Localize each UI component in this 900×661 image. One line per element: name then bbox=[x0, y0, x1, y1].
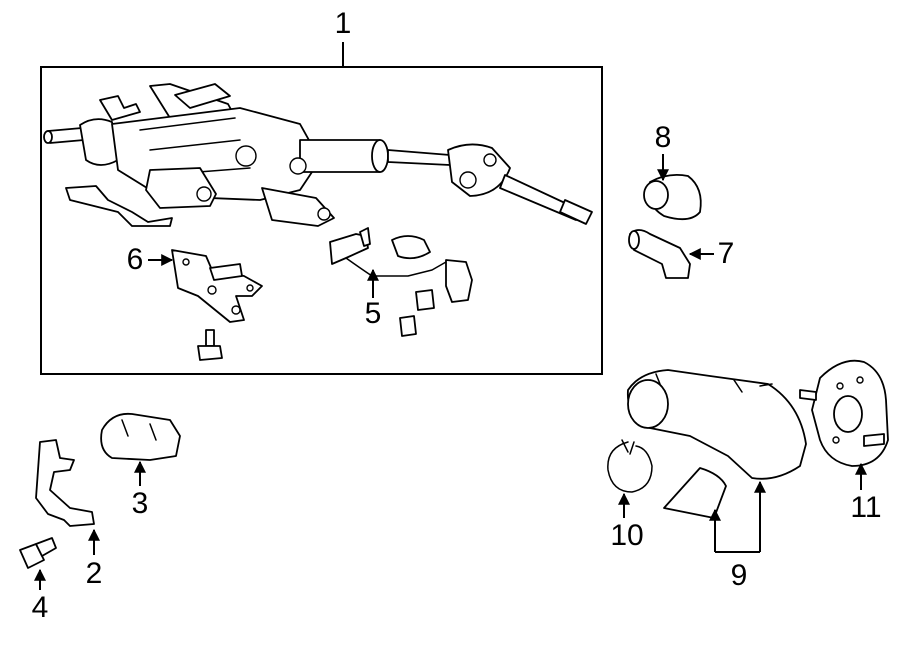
bolt-part-4 bbox=[19, 537, 57, 569]
callout-6: 6 bbox=[126, 243, 144, 276]
callout-7: 7 bbox=[717, 237, 735, 270]
cover-part-11 bbox=[799, 359, 889, 467]
assembly-frame bbox=[40, 66, 603, 375]
callout-3: 3 bbox=[131, 487, 149, 520]
bracket-part-6 bbox=[171, 249, 263, 323]
callout-11: 11 bbox=[850, 491, 882, 524]
clip-part-10 bbox=[607, 439, 653, 493]
steering-column-assembly bbox=[43, 83, 593, 227]
callout-5: 5 bbox=[364, 297, 382, 330]
part-7 bbox=[628, 229, 691, 279]
column-cover-part-9 bbox=[627, 369, 807, 519]
bracket-part-2 bbox=[35, 439, 95, 527]
harness-part-5 bbox=[329, 227, 473, 337]
part-8 bbox=[643, 173, 702, 221]
callout-4: 4 bbox=[31, 591, 49, 624]
callout-10: 10 bbox=[610, 519, 644, 552]
callout-2: 2 bbox=[85, 557, 103, 590]
part-3 bbox=[100, 412, 181, 461]
callout-1: 1 bbox=[334, 7, 352, 40]
bolt-under-part-6 bbox=[197, 329, 223, 361]
callout-9: 9 bbox=[730, 559, 748, 592]
callout-8: 8 bbox=[654, 121, 672, 154]
